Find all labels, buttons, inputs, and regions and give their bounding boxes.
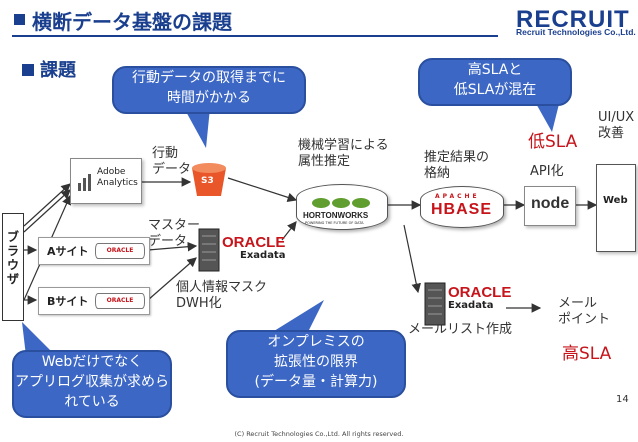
title-marker <box>14 14 25 25</box>
label-pii-dwh: 個人情報マスク DWH化 <box>176 280 268 311</box>
callout-tail-bottom-center <box>256 300 326 336</box>
label-ml-attr: 機械学習による 属性推定 <box>298 138 389 169</box>
recruit-logo-sub: Recruit Technologies Co.,Ltd. <box>516 27 636 37</box>
browser-box: ブラウザ <box>2 213 24 321</box>
section-bullet <box>22 64 34 76</box>
exadata-oracle-logo: ORACLE <box>222 234 286 251</box>
site-b-box: Bサイト ORACLE <box>38 287 150 315</box>
exadata2-server-icon <box>424 282 446 326</box>
callout-app-log-collection: Webだけでなく アプリログ収集が求めら れている <box>12 350 172 418</box>
callout-tail-top-right <box>532 100 562 132</box>
web-label: Web <box>603 195 628 206</box>
label-mail-point: メール ポイント <box>558 296 611 327</box>
label-uiux: UI/UX 改善 <box>598 110 635 141</box>
label-api: API化 <box>530 164 564 179</box>
section-heading: 課題 <box>40 60 76 81</box>
hbase-logo: HBASE <box>431 201 493 218</box>
callout-mixed-sla: 高SLAと 低SLAが混在 <box>418 58 572 106</box>
label-master-data: マスター データ <box>148 218 201 249</box>
web-box: Web <box>596 164 636 252</box>
adobe-analytics-label: Adobe Analytics <box>97 167 138 188</box>
hbase-apache-label: APACHE <box>435 193 480 200</box>
s3-label: S3 <box>201 176 214 186</box>
label-estimate-store: 推定結果の 格納 <box>424 150 490 181</box>
s3-bucket-icon <box>192 163 226 196</box>
exadata2-label: Exadata <box>448 300 494 311</box>
label-behavior-data: 行動 データ <box>152 146 192 177</box>
analytics-chart-icon <box>78 174 91 191</box>
exadata-server-icon <box>198 228 220 272</box>
exadata2-oracle-logo: ORACLE <box>448 284 512 301</box>
elephant-icon <box>312 198 370 208</box>
title-underline <box>12 35 498 37</box>
recruit-logo: RECRUIT <box>516 6 630 33</box>
exadata-label: Exadata <box>240 250 286 261</box>
page-number: 14 <box>616 394 629 405</box>
callout-tail-bottom-left <box>20 322 60 356</box>
label-mail-list: メールリスト作成 <box>408 322 513 337</box>
callout-slow-behavior-data: 行動データの取得までに 時間がかかる <box>112 66 306 114</box>
hortonworks-cluster: HORTONWORKS POWERING THE FUTURE OF DATA <box>296 184 388 230</box>
site-a-oracle-db: ORACLE <box>95 243 145 259</box>
site-b-oracle-db: ORACLE <box>95 293 145 309</box>
label-high-sla: 高SLA <box>562 344 612 364</box>
hortonworks-logo: HORTONWORKS <box>303 211 369 220</box>
footer-copyright: (C) Recruit Technologies Co.,Ltd. All ri… <box>234 430 404 438</box>
nodejs-box: node <box>524 186 576 226</box>
hbase-store: APACHE HBASE <box>420 186 504 228</box>
callout-tail-top-left <box>182 108 212 148</box>
nodejs-logo: node <box>531 195 570 212</box>
adobe-analytics-box: Adobe Analytics <box>70 158 142 204</box>
callout-onprem-limit: オンプレミスの 拡張性の限界 (データ量・計算力) <box>226 330 406 398</box>
site-a-box: Aサイト ORACLE <box>38 237 150 265</box>
hortonworks-tagline: POWERING THE FUTURE OF DATA <box>305 221 364 225</box>
site-b-label: Bサイト <box>47 295 89 308</box>
page-title: 横断データ基盤の課題 <box>32 10 232 34</box>
label-low-sla: 低SLA <box>528 132 578 152</box>
site-a-label: Aサイト <box>47 245 89 258</box>
